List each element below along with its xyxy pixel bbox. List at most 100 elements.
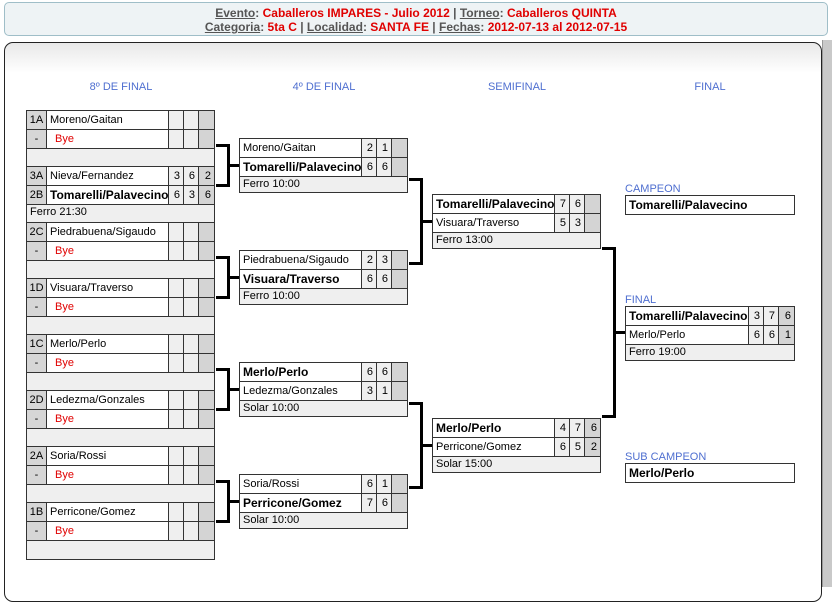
set-score	[585, 214, 600, 232]
player-name[interactable]: Moreno/Gaitan	[240, 139, 362, 157]
set-score	[184, 410, 199, 428]
player-name[interactable]: Visuara/Traverso	[47, 279, 169, 297]
player-row[interactable]: -Bye	[27, 130, 214, 149]
set-score: 6	[362, 270, 377, 288]
player-name[interactable]: Tomarelli/Palavecino	[240, 158, 362, 176]
set-score	[169, 335, 184, 353]
player-row[interactable]: -Bye	[27, 242, 214, 261]
player-name[interactable]: Bye	[47, 242, 169, 260]
player-name[interactable]: Bye	[47, 298, 169, 316]
player-name[interactable]: Bye	[47, 130, 169, 148]
scrollbar[interactable]	[822, 40, 832, 587]
set-score	[184, 130, 199, 148]
evento-label: Evento	[215, 6, 256, 20]
player-name[interactable]: Visuara/Traverso	[433, 214, 555, 232]
set-score: 7	[764, 307, 779, 325]
player-name[interactable]: Merlo/Perlo	[240, 363, 362, 381]
set-score	[184, 223, 199, 241]
player-name[interactable]: Bye	[47, 354, 169, 372]
player-name[interactable]: Bye	[47, 410, 169, 428]
set-score: 6	[199, 186, 214, 204]
set-score: 1	[779, 326, 794, 344]
player-name[interactable]: Moreno/Gaitan	[47, 111, 169, 129]
player-name[interactable]: Merlo/Perlo	[433, 419, 555, 437]
player-row[interactable]: -Bye	[27, 466, 214, 485]
column-header-final: FINAL	[694, 81, 726, 93]
tournament-header: Evento: Caballeros IMPARES - Julio 2012 …	[4, 2, 828, 36]
player-name[interactable]: Visuara/Traverso	[240, 270, 362, 288]
player-name[interactable]: Perricone/Gomez	[240, 494, 362, 512]
player-name[interactable]: Ledezma/Gonzales	[240, 382, 362, 400]
player-row[interactable]: -Bye	[27, 298, 214, 317]
set-score	[184, 279, 199, 297]
match-venue-time: Ferro 13:00	[433, 233, 600, 248]
player-name[interactable]: Merlo/Perlo	[47, 335, 169, 353]
player-name[interactable]: Tomarelli/Palavecino	[47, 186, 169, 204]
seed-cell: -	[27, 522, 47, 540]
player-name[interactable]: Soria/Rossi	[240, 475, 362, 493]
bracket-connector-stub	[423, 220, 432, 223]
player-name[interactable]: Perricone/Gomez	[433, 438, 555, 456]
set-score: 3	[362, 382, 377, 400]
set-score	[199, 223, 214, 241]
player-row[interactable]: -Bye	[27, 410, 214, 429]
player-name[interactable]: Ledezma/Gonzales	[47, 391, 169, 409]
player-name[interactable]: Merlo/Perlo	[626, 326, 749, 344]
player-name[interactable]: Piedrabuena/Sigaudo	[240, 251, 362, 269]
player-row[interactable]: -Bye	[27, 354, 214, 373]
player-name[interactable]: Bye	[47, 466, 169, 484]
player-name[interactable]: Tomarelli/Palavecino	[626, 307, 749, 325]
player-name[interactable]: Bye	[47, 522, 169, 540]
set-score	[169, 391, 184, 409]
player-row[interactable]: -Bye	[27, 522, 214, 541]
player-name[interactable]: Soria/Rossi	[47, 447, 169, 465]
player-name[interactable]: Piedrabuena/Sigaudo	[47, 223, 169, 241]
player-name[interactable]: Perricone/Gomez	[47, 503, 169, 521]
torneo-label: Torneo	[459, 6, 500, 20]
set-score	[199, 447, 214, 465]
player-name[interactable]: Tomarelli/Palavecino	[433, 195, 555, 213]
set-score	[199, 410, 214, 428]
player-name[interactable]: Nieva/Fernandez	[47, 167, 169, 185]
seed-cell: 2C	[27, 223, 47, 241]
set-score: 6	[377, 494, 392, 512]
